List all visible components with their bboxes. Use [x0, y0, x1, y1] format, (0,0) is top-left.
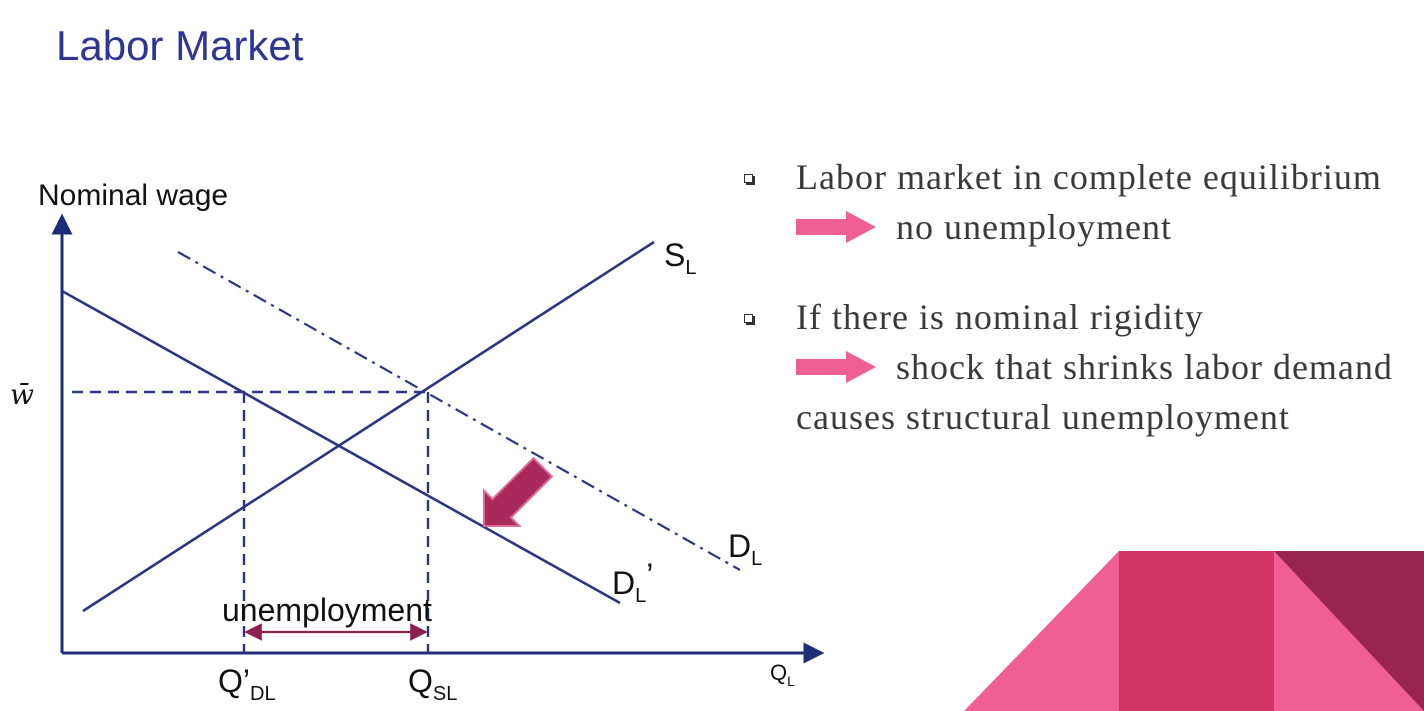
- right-arrow-icon: [796, 211, 876, 243]
- bullet-item: If there is nominal rigidity shock that …: [740, 292, 1420, 442]
- supply-label: SL: [664, 237, 696, 279]
- bullet-text: Labor market in complete equilibrium: [796, 157, 1382, 197]
- conclusion-text: shock that shrinks labor demand causes s…: [796, 347, 1393, 437]
- unemployment-label: unemployment: [222, 592, 432, 628]
- x-axis-label: QL: [770, 660, 795, 689]
- y-axis-label: Nominal wage: [38, 179, 228, 212]
- original-demand-curve: [177, 251, 741, 571]
- bullet-list: Labor market in complete equilibrium no …: [740, 152, 1420, 442]
- bullet-item: Labor market in complete equilibrium no …: [740, 152, 1420, 252]
- supply-curve: [82, 240, 655, 613]
- bullet-text: If there is nominal rigidity: [796, 297, 1204, 337]
- q-supply-label: QSL: [408, 663, 457, 705]
- decorative-triangles: [964, 551, 1424, 711]
- conclusion-text: no unemployment: [896, 207, 1172, 247]
- square-bullet-icon: [744, 314, 753, 323]
- wage-label: w̄: [10, 378, 34, 411]
- right-arrow-icon: [796, 351, 876, 383]
- slide-title: Labor Market: [56, 22, 304, 69]
- bullet-conclusion: shock that shrinks labor demand causes s…: [796, 342, 1420, 442]
- square-bullet-icon: [744, 174, 753, 183]
- shift-arrow-icon: [483, 456, 554, 527]
- bullet-conclusion: no unemployment: [796, 202, 1420, 252]
- new-demand-label: DL’: [612, 557, 653, 607]
- original-demand-label: DL: [728, 528, 762, 570]
- q-demand-label: Q’DL: [218, 663, 276, 705]
- labor-market-diagram: Nominal wage w̄ SL DL DL’ unemployment Q…: [10, 179, 825, 705]
- new-demand-curve: [61, 289, 621, 605]
